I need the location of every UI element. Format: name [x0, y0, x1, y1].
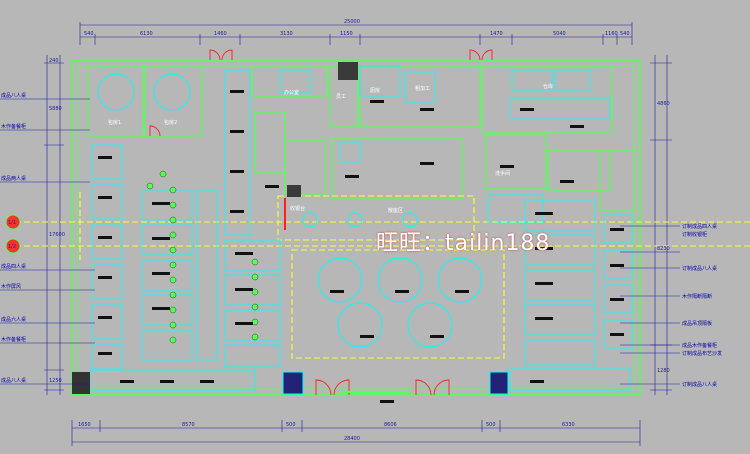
axis-marker-2 [5, 238, 21, 254]
top-dim-2: 6130 [140, 31, 153, 37]
room-label-dining: 散座区 [388, 207, 403, 214]
left-callout-labels: 成品八人桌 木作备餐柜 成品两人桌 成品四人桌 木作屏风 成品六人桌 木作备餐柜… [1, 92, 26, 384]
doors [149, 49, 493, 396]
exterior-walls [71, 59, 641, 396]
right-callout-labels: 订制成品四人桌 订制收银柜 订制成品八人桌 木作隔断隔断 成品吊顶隔板 成品木作… [682, 223, 722, 388]
left-callout-8: 成品八人桌 [1, 377, 26, 384]
furniture-tags [98, 90, 624, 403]
axis-markers: 1/1 1/2 [5, 214, 21, 254]
structural-columns [72, 62, 509, 395]
room-label-staff: 员工 [336, 94, 346, 100]
room-label-entrance: 收银台 [290, 205, 305, 212]
left-callout-4: 成品四人桌 [1, 263, 26, 270]
planter-column [146, 170, 259, 344]
bottom-dim-2: 8570 [182, 422, 195, 428]
right-dim-1: 4860 [657, 101, 670, 107]
bottom-dim-4: 8606 [384, 422, 397, 428]
top-dim-3: 1460 [214, 31, 227, 37]
room-label-kitchen: 厨房 [370, 87, 380, 94]
axis-marker-1-label: 1/1 [8, 220, 16, 226]
right-callout-8: 订制成品八人桌 [682, 381, 717, 388]
left-callout-7: 木作备餐柜 [1, 336, 26, 343]
top-dim-8: 1160 [605, 31, 618, 37]
right-callout-5: 成品吊顶隔板 [682, 320, 712, 327]
round-tables [97, 73, 483, 348]
dimension-labels: 25000 540 6130 1460 3130 1150 1470 5040 … [49, 19, 670, 442]
bottom-dim-3: 500 [286, 422, 296, 428]
room-label-office: 办公室 [284, 89, 299, 96]
right-callout-leaders [620, 225, 680, 385]
right-callout-6: 成品木作备餐柜 [682, 342, 717, 349]
right-dim-2: 8230 [657, 246, 670, 252]
room-labels: 包房1 包房2 办公室 厨房 员工 粗加工 仓库 洗手间 收银台 散座区 [108, 83, 553, 214]
right-callout-1: 订制成品四人桌 [682, 223, 717, 230]
top-total-dimension: 25000 [344, 19, 360, 25]
left-callout-3: 成品两人桌 [1, 175, 26, 182]
left-callout-2: 木作备餐柜 [1, 123, 26, 130]
bottom-dimension-chain [71, 420, 641, 446]
top-dim-9: 540 [620, 31, 630, 37]
axis-marker-2-label: 1/2 [8, 244, 16, 250]
left-dim-3: 17600 [49, 232, 65, 238]
left-dim-1: 240 [49, 58, 59, 64]
right-callout-4: 木作隔断隔断 [682, 293, 712, 300]
top-dim-4: 3130 [280, 31, 293, 37]
left-booth-furniture [89, 65, 633, 391]
top-dim-5: 1150 [340, 31, 353, 37]
bottom-total-dimension: 28400 [344, 436, 360, 442]
bottom-dim-5: 500 [486, 422, 496, 428]
right-dim-3: 1280 [657, 368, 670, 374]
left-callout-6: 成品六人桌 [1, 316, 26, 323]
room-label-restroom: 洗手间 [495, 170, 510, 177]
room-label-private1: 包房1 [108, 119, 121, 126]
left-callout-5: 木作屏风 [1, 283, 21, 290]
top-dim-6: 1470 [490, 31, 503, 37]
top-dimension-chain [79, 22, 633, 45]
right-callout-3: 订制成品八人桌 [682, 265, 717, 272]
bottom-dim-1: 1650 [78, 422, 91, 428]
side-dimension-chains [44, 55, 672, 395]
left-dim-2: 5880 [49, 106, 62, 112]
right-callout-2: 订制收银柜 [682, 231, 707, 238]
left-dim-4: 1250 [49, 378, 62, 384]
bottom-dim-6: 6330 [562, 422, 575, 428]
room-label-private2: 包房2 [164, 119, 177, 126]
room-label-storage: 仓库 [543, 83, 553, 90]
watermark-text: 旺旺：tailin188 [376, 231, 551, 256]
top-dim-7: 5040 [553, 31, 566, 37]
left-callout-1: 成品八人桌 [1, 92, 26, 99]
room-label-prep: 粗加工 [415, 85, 430, 92]
top-dim-1: 540 [84, 31, 94, 37]
axis-marker-1 [5, 214, 21, 230]
dashed-zones [15, 192, 750, 359]
right-callout-7: 订制成品布艺沙发 [682, 350, 722, 357]
left-callout-leaders [0, 98, 95, 385]
